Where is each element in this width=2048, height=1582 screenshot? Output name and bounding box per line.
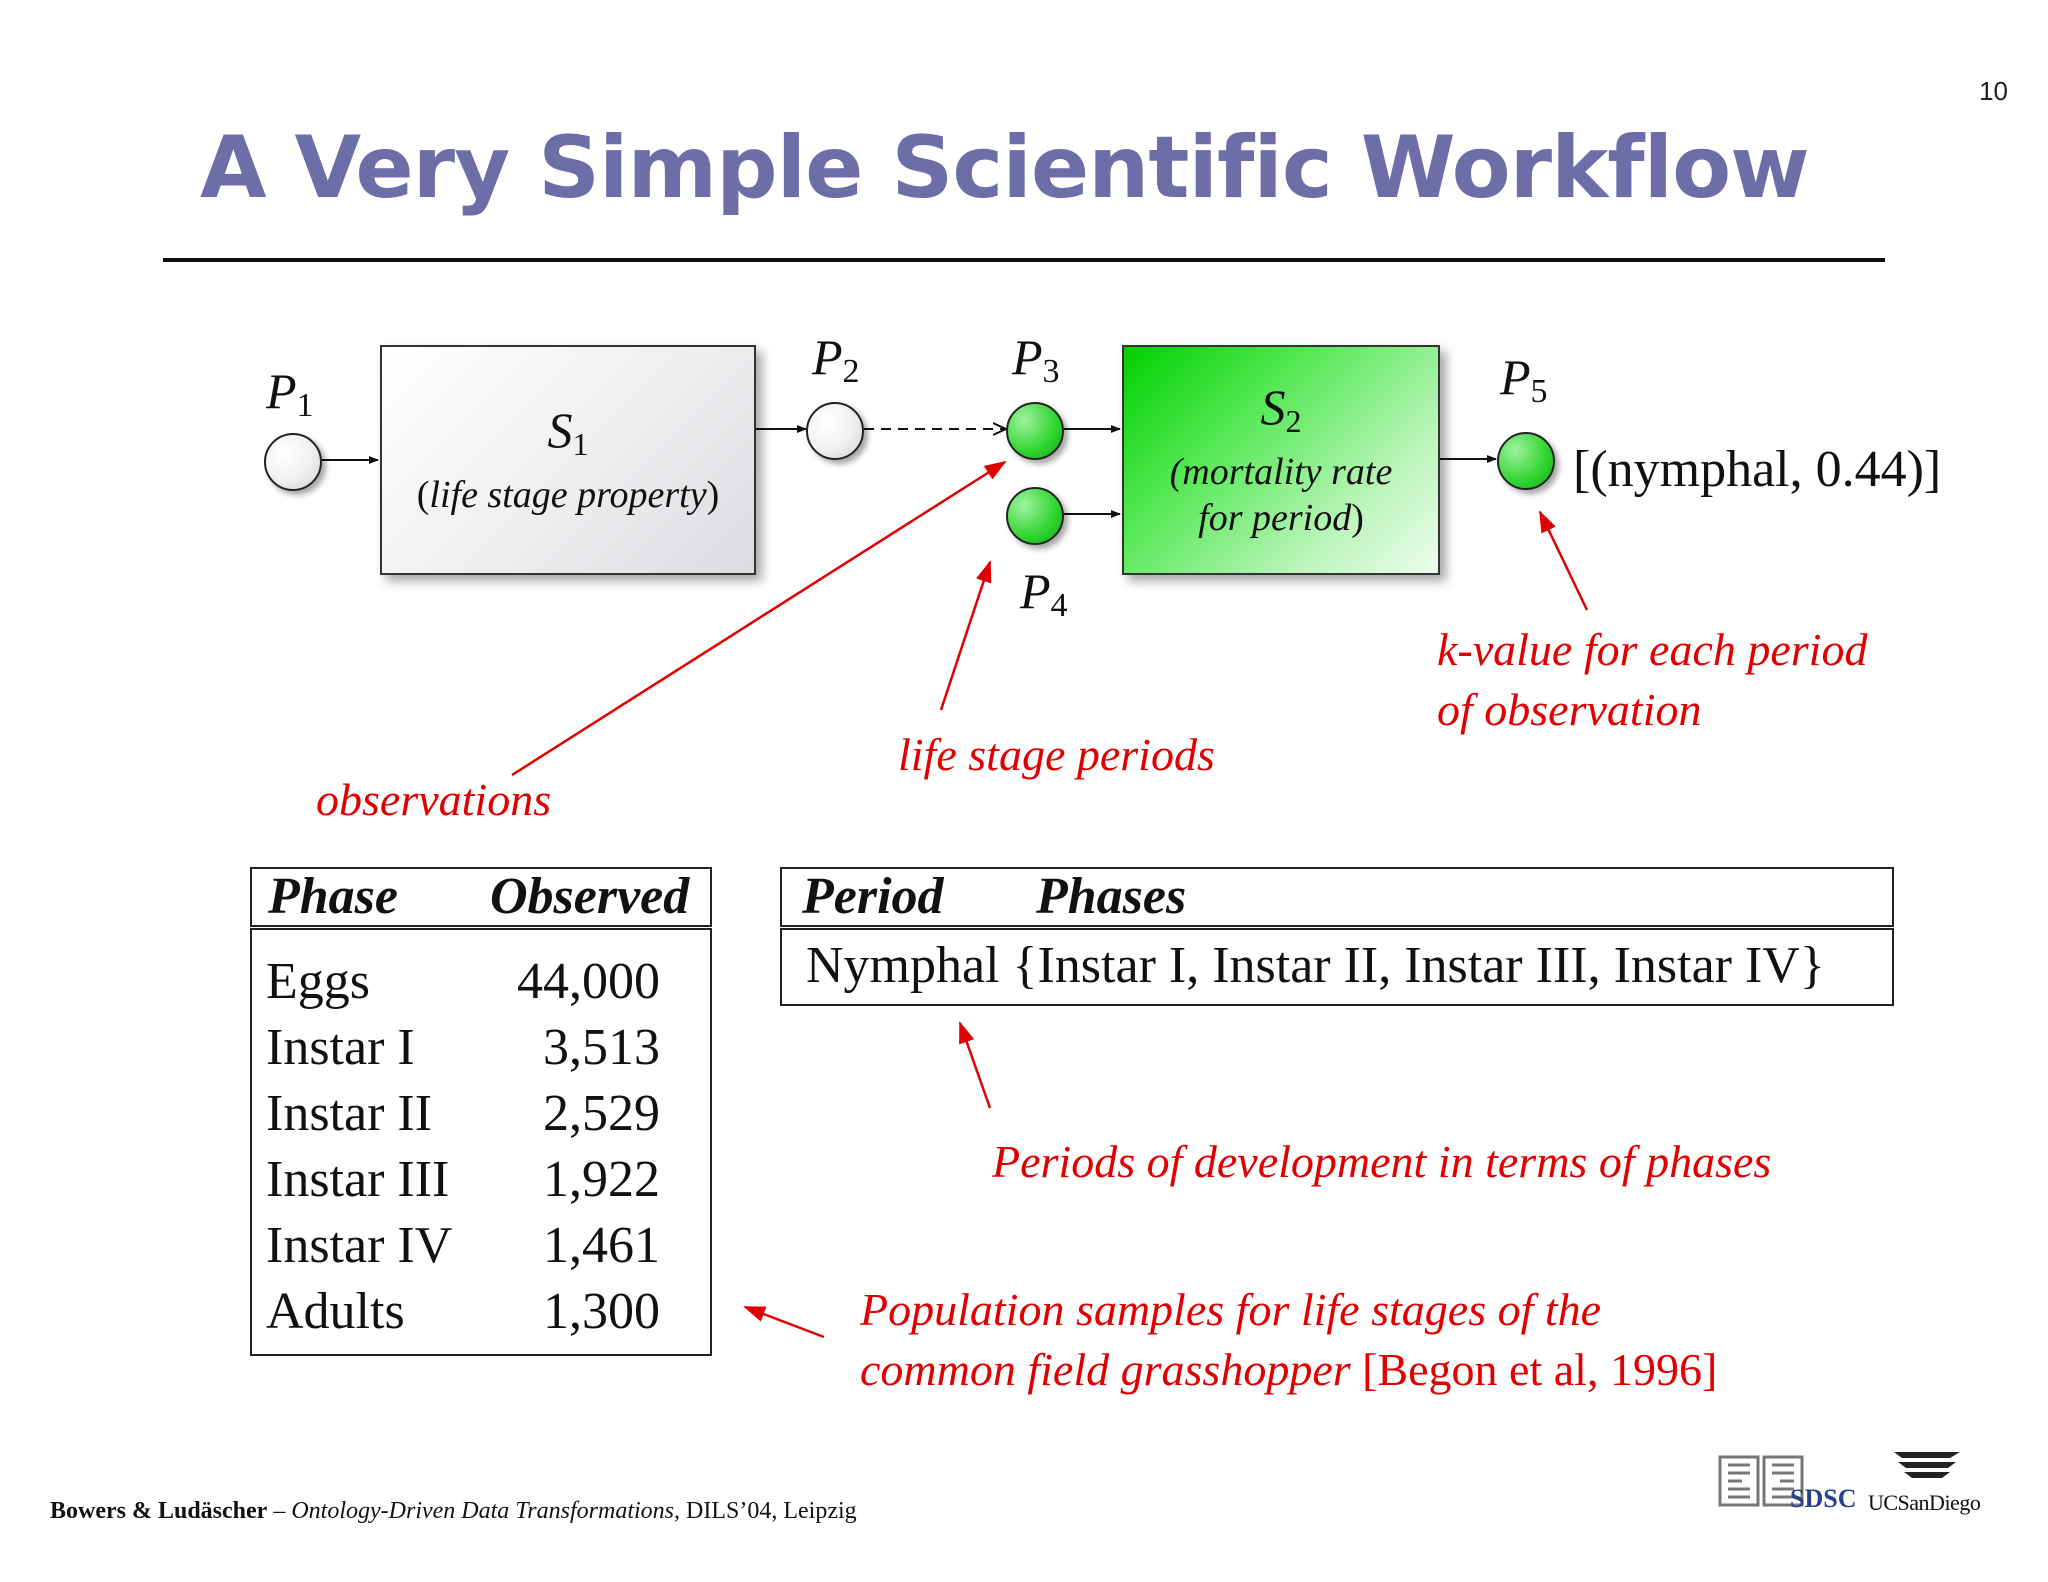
port-p3 — [1006, 402, 1064, 460]
observed-header-phase: Phase — [268, 868, 398, 925]
footer-citation: Bowers & Ludäscher – Ontology-Driven Dat… — [50, 1498, 857, 1524]
port-p2 — [806, 402, 864, 460]
port-label-p2: P2 — [812, 329, 860, 390]
title-divider — [163, 258, 1885, 262]
table-cell-observed: 3,513 — [543, 1019, 660, 1076]
arrow-periods-dev — [958, 1021, 992, 1109]
table-row: Instar III — [266, 1151, 450, 1208]
annotation-population-line2: common field grasshopper [Begon et al, 1… — [860, 1344, 1718, 1395]
logo-ucsd: UCSanDiego — [1868, 1490, 1981, 1515]
period-table-header: Period Phases — [780, 867, 1894, 927]
period-header-phases: Phases — [1036, 868, 1187, 925]
table-cell-observed: 44,000 — [517, 953, 660, 1010]
logo-sdsc: SDSC — [1790, 1484, 1857, 1513]
observed-table-body: Eggs 44,000 Instar I 3,513 Instar II 2,5… — [250, 928, 712, 1356]
arrow-population — [743, 1305, 825, 1339]
service-s1-desc: (life stage property) — [416, 474, 720, 516]
annotation-observations: observations — [316, 774, 552, 825]
port-p1 — [264, 433, 322, 491]
service-s1-name: S1 — [547, 402, 589, 462]
table-cell-observed: 1,461 — [543, 1217, 660, 1274]
port-p5 — [1497, 432, 1555, 490]
period-row: Nymphal {Instar I, Instar II, Instar III… — [806, 937, 1825, 994]
annotation-periods-development: Periods of development in terms of phase… — [992, 1136, 1772, 1187]
annotation-life-stage-periods: life stage periods — [898, 729, 1215, 780]
table-row: Eggs — [266, 953, 370, 1010]
slide-number: 10 — [1979, 76, 2008, 106]
service-s1-box: S1 (life stage property) — [380, 345, 756, 575]
period-header-period: Period — [802, 868, 944, 925]
table-row: Adults — [266, 1283, 405, 1340]
arrow-life-stage-periods — [939, 560, 992, 711]
annotation-k-value-line2: of observation — [1437, 684, 1702, 735]
port-label-p5: P5 — [1500, 349, 1548, 410]
service-s2-desc-line1: (mortality rate — [1169, 451, 1393, 493]
observed-table-header: Phase Observed — [250, 867, 712, 927]
table-cell-observed: 1,922 — [543, 1151, 660, 1208]
annotation-k-value-line1: k-value for each period — [1437, 624, 1868, 675]
table-row: Instar IV — [266, 1217, 453, 1274]
table-cell-observed: 1,300 — [543, 1283, 660, 1340]
slide-title: A Very Simple Scientific Workflow — [200, 118, 1810, 218]
service-s2-box: S2 (mortality rate for period) — [1122, 345, 1440, 575]
arrow-observations — [511, 460, 1007, 777]
period-table-body: Nymphal {Instar I, Instar II, Instar III… — [780, 928, 1894, 1006]
table-cell-observed: 2,529 — [543, 1085, 660, 1142]
observed-header-observed: Observed — [490, 868, 690, 925]
table-row: Instar II — [266, 1085, 433, 1142]
table-row: Instar I — [266, 1019, 415, 1076]
arrow-k-value — [1538, 510, 1589, 611]
port-label-p3: P3 — [1012, 329, 1060, 390]
port-label-p1: P1 — [266, 363, 314, 424]
workflow-result: [(nymphal, 0.44)] — [1573, 441, 1942, 498]
port-label-p4: P4 — [1020, 563, 1068, 624]
service-s2-name: S2 — [1260, 379, 1302, 439]
logo-grid-icon — [1718, 1455, 1806, 1507]
logo-ucsd-icon — [1892, 1446, 1962, 1482]
port-p4 — [1006, 487, 1064, 545]
service-s2-desc-line2: for period) — [1198, 497, 1364, 539]
annotation-population-line1: Population samples for life stages of th… — [860, 1284, 1602, 1335]
